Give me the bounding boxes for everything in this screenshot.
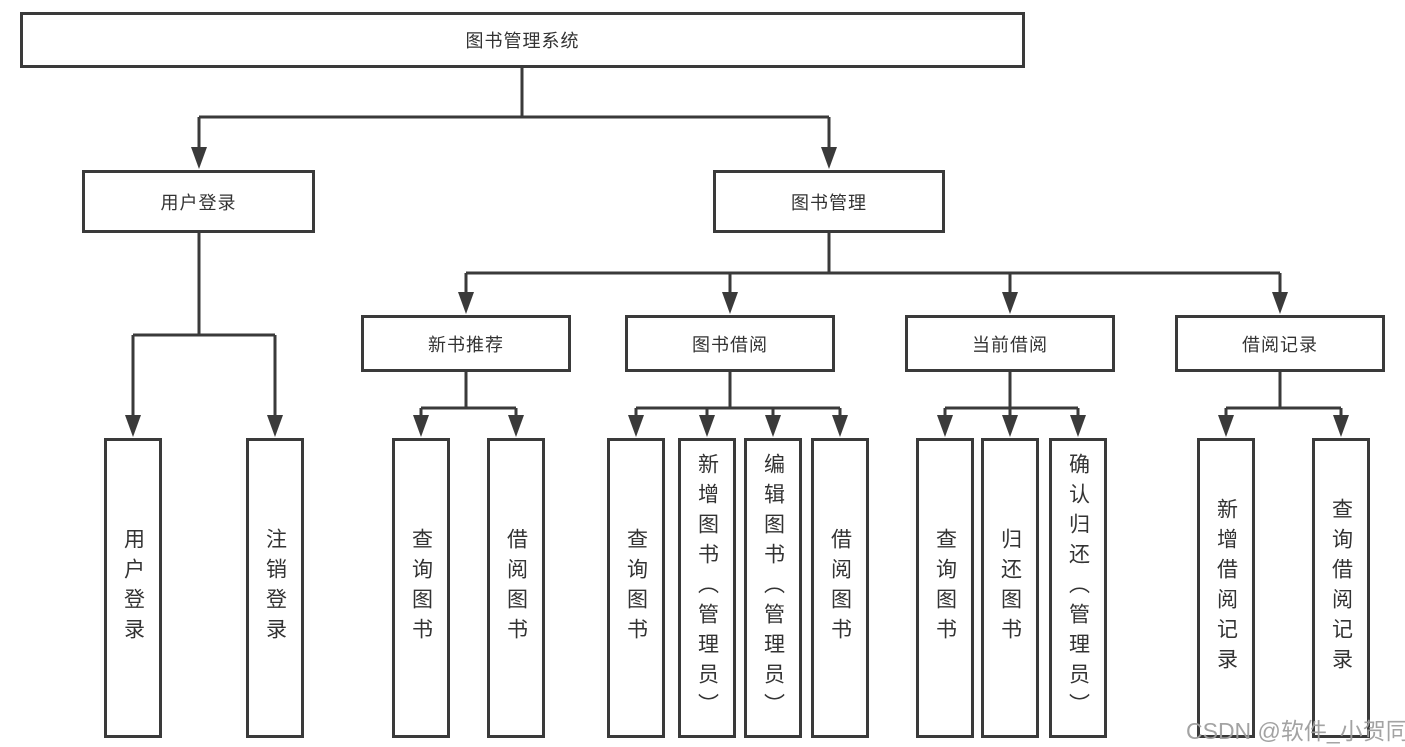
leaf-user-login: 用户登录 [104,438,162,738]
leaf-borrow-add-admin: 新增图书（管理员） [678,438,736,738]
leaf-newbook-query: 查询图书 [392,438,450,738]
leaf-logout: 注销登录 [246,438,304,738]
node-root-label: 图书管理系统 [465,31,580,51]
node-user-login: 用户登录 [82,170,315,233]
leaf-current-query: 查询图书 [916,438,974,738]
leaf-borrow-edit-admin: 编辑图书（管理员） [744,438,802,738]
connector-root-to-level2 [191,68,837,169]
node-borrow-records-label: 借阅记录 [1242,334,1318,355]
connector-current-borrow-to-leaves [937,372,1086,437]
leaf-newbook-borrow-label: 借阅图书 [504,528,528,648]
node-borrow-records: 借阅记录 [1175,315,1385,372]
connector-new-book-to-leaves [413,372,524,437]
node-current-borrow: 当前借阅 [905,315,1115,372]
leaf-records-add: 新增借阅记录 [1197,438,1255,738]
leaf-borrow-query-label: 查询图书 [624,528,648,648]
node-book-management-label: 图书管理 [791,192,867,213]
leaf-records-add-label: 新增借阅记录 [1214,498,1238,678]
leaf-borrow-edit-admin-label: 编辑图书（管理员） [761,453,785,723]
leaf-records-query-label: 查询借阅记录 [1329,498,1353,678]
node-book-management: 图书管理 [713,170,945,233]
node-new-book-recommend: 新书推荐 [361,315,571,372]
leaf-current-confirm-admin-label: 确认归还（管理员） [1066,453,1090,723]
leaf-newbook-query-label: 查询图书 [409,528,433,648]
connector-borrow-records-to-leaves [1218,372,1349,437]
leaf-current-return: 归还图书 [981,438,1039,738]
leaf-borrow-add-admin-label: 新增图书（管理员） [695,453,719,723]
leaf-user-login-label: 用户登录 [121,528,145,648]
connector-book-mgmt-to-level3 [458,233,1288,314]
node-root: 图书管理系统 [20,12,1025,68]
node-new-book-recommend-label: 新书推荐 [428,334,504,355]
leaf-records-query: 查询借阅记录 [1312,438,1370,738]
watermark: CSDN @软件_小贺同学 [1186,718,1405,744]
node-book-borrow: 图书借阅 [625,315,835,372]
node-book-borrow-label: 图书借阅 [692,334,768,355]
leaf-borrow-book: 借阅图书 [811,438,869,738]
leaf-logout-label: 注销登录 [263,528,287,648]
node-current-borrow-label: 当前借阅 [972,334,1048,355]
connector-user-login-to-leaves [125,233,283,437]
leaf-newbook-borrow: 借阅图书 [487,438,545,738]
connector-book-borrow-to-leaves [628,372,848,437]
node-user-login-label: 用户登录 [160,192,237,213]
leaf-current-query-label: 查询图书 [933,528,957,648]
leaf-current-return-label: 归还图书 [998,528,1022,648]
leaf-borrow-book-label: 借阅图书 [828,528,852,648]
leaf-borrow-query: 查询图书 [607,438,665,738]
leaf-current-confirm-admin: 确认归还（管理员） [1049,438,1107,738]
